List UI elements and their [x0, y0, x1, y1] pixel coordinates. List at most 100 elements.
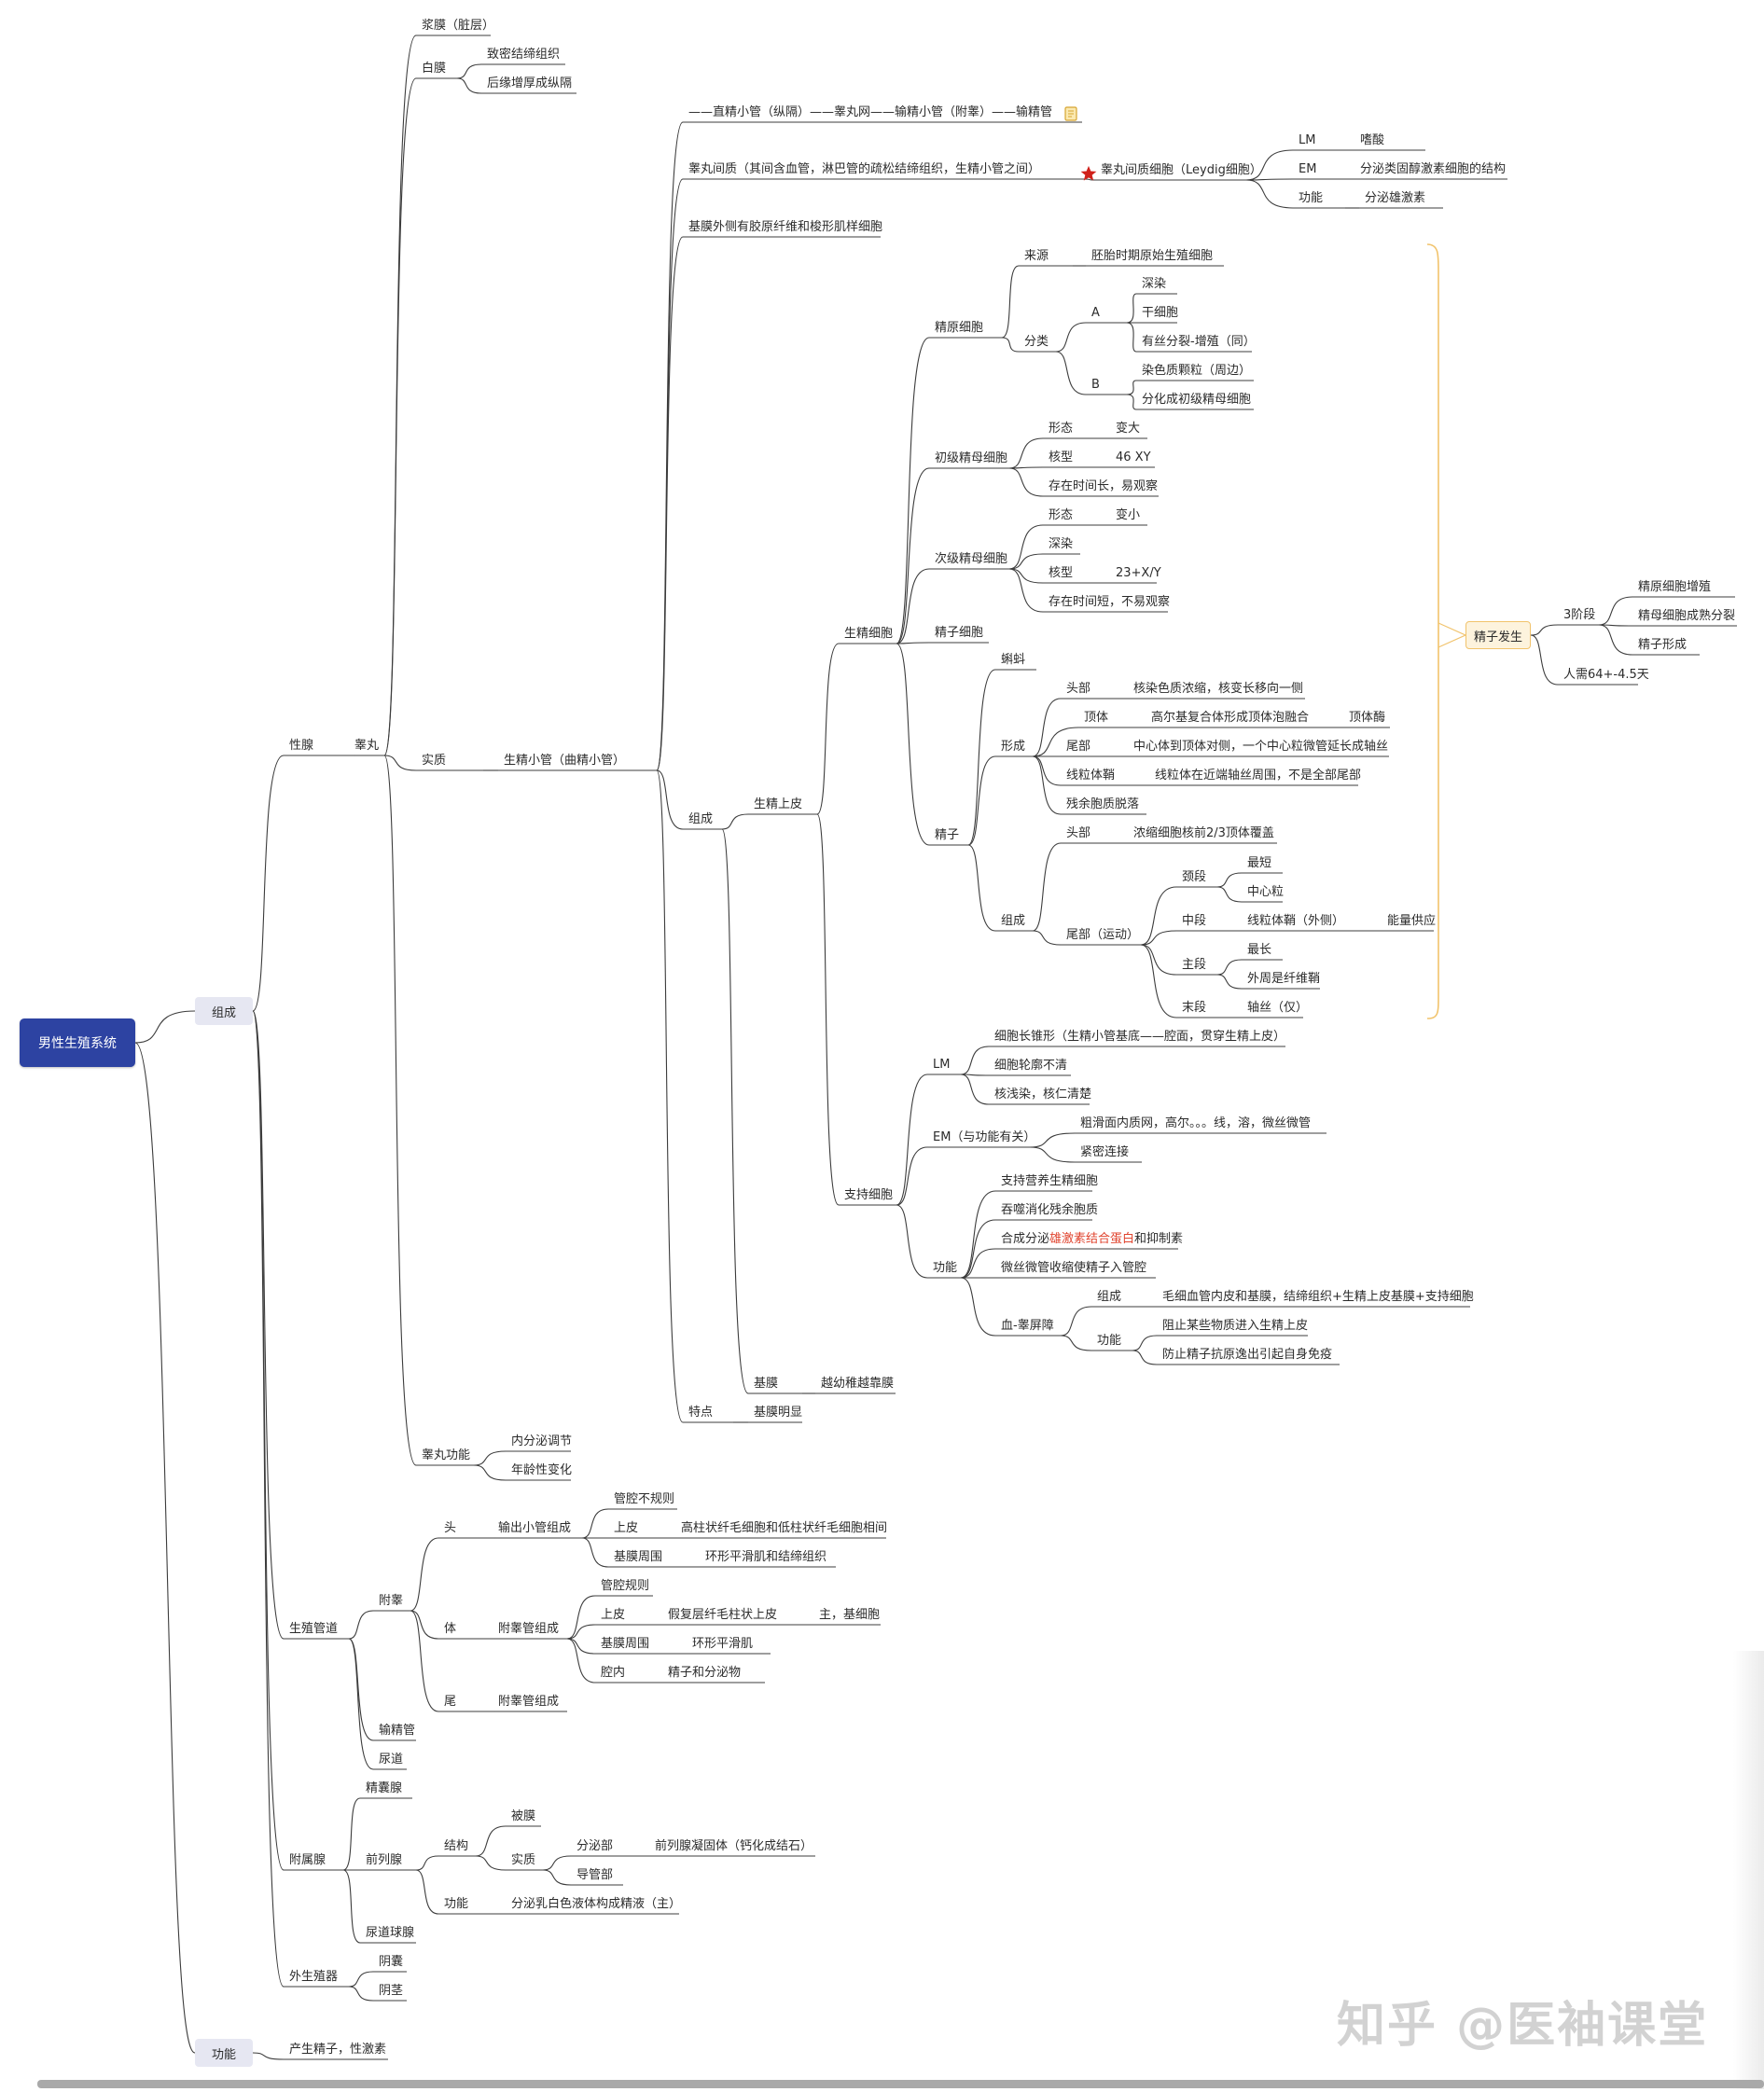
- node-p-time[interactable]: 存在时间长，易观察: [1049, 479, 1159, 493]
- node-classify[interactable]: 分类: [1024, 335, 1049, 349]
- node-st1[interactable]: 精原细胞增殖: [1638, 580, 1712, 594]
- node-em[interactable]: EM: [1299, 162, 1317, 176]
- node-e-tail-c[interactable]: 附睾管组成: [498, 1695, 560, 1709]
- horizontal-scrollbar[interactable]: [37, 2080, 1764, 2088]
- node-btb-comp-v[interactable]: 毛细血管内皮和基膜，结缔组织+生精上皮基膜+支持细胞: [1162, 1290, 1474, 1304]
- node-p-form-v[interactable]: 变大: [1116, 422, 1141, 436]
- node-eh3[interactable]: 基膜周围: [614, 1550, 663, 1564]
- node-prostate[interactable]: 前列腺: [366, 1853, 403, 1867]
- node-serosa[interactable]: 浆膜（脏层）: [422, 19, 495, 33]
- node-s-form-v[interactable]: 变小: [1116, 508, 1141, 522]
- node-s-fn[interactable]: 功能: [933, 1261, 958, 1275]
- node-neck1[interactable]: 最短: [1247, 856, 1272, 870]
- node-s-deep[interactable]: 深染: [1049, 537, 1074, 551]
- node-s-lm2[interactable]: 细胞轮廓不清: [994, 1059, 1068, 1073]
- node-main[interactable]: 主段: [1182, 958, 1207, 972]
- node-s-fn1[interactable]: 支持营养生精细胞: [1001, 1174, 1099, 1188]
- node-testis-fn[interactable]: 睾丸功能: [422, 1448, 471, 1462]
- node-s-em1[interactable]: 粗滑面内质网，高尔。。。线，溶，微丝微管: [1080, 1116, 1312, 1130]
- node-eb1[interactable]: 管腔规则: [601, 1579, 650, 1593]
- node-s-em[interactable]: EM（与功能有关）: [933, 1130, 1036, 1144]
- node-source-v[interactable]: 胚胎时期原始生殖细胞: [1091, 249, 1214, 263]
- node-p-form[interactable]: 形态: [1049, 422, 1074, 436]
- node-interstitium[interactable]: 睾丸间质（其间含血管，淋巴管的疏松结缔组织，生精小管之间）: [688, 162, 1041, 176]
- node-fn-v[interactable]: 分泌雄激素: [1365, 191, 1426, 205]
- node-a1[interactable]: 深染: [1142, 277, 1167, 291]
- node-acc[interactable]: 附属腺: [289, 1853, 326, 1867]
- node-bulbo[interactable]: 尿道球腺: [366, 1926, 415, 1940]
- node-spermcells[interactable]: 生精细胞: [844, 627, 894, 641]
- node-tf1[interactable]: 内分泌调节: [511, 1434, 573, 1448]
- node-s-lm[interactable]: LM: [933, 1058, 951, 1072]
- node-eb2[interactable]: 上皮: [601, 1608, 626, 1622]
- node-ductpart[interactable]: 导管部: [576, 1868, 614, 1882]
- node-eb2-v[interactable]: 假复层纤毛柱状上皮: [668, 1608, 778, 1622]
- node-spermatogenesis[interactable]: 精子发生: [1465, 621, 1531, 649]
- node-tubule[interactable]: 生精小管（曲精小管）: [504, 754, 626, 768]
- node-formation[interactable]: 形成: [1001, 740, 1026, 754]
- node-A[interactable]: A: [1091, 306, 1100, 320]
- node-mid[interactable]: 中段: [1182, 914, 1207, 928]
- node-parenchyma[interactable]: 实质: [422, 754, 447, 768]
- node-sperm[interactable]: 精子: [935, 828, 960, 842]
- node-function-v[interactable]: 产生精子，性激素: [289, 2043, 387, 2057]
- node-neck2[interactable]: 中心粒: [1247, 885, 1285, 899]
- node-s-fn3[interactable]: 合成分泌雄激素结合蛋白和抑制素: [1001, 1232, 1184, 1246]
- node-eb2-v2[interactable]: 主，基细胞: [819, 1608, 881, 1622]
- node-secondary[interactable]: 次级精母细胞: [935, 552, 1008, 566]
- node-lm[interactable]: LM: [1299, 133, 1316, 147]
- node-s-form[interactable]: 形态: [1049, 508, 1074, 522]
- node-eh2-v[interactable]: 高柱状纤毛细胞和低柱状纤毛细胞相间: [681, 1521, 888, 1535]
- node-basement-out[interactable]: 基膜外侧有胶原纤维和梭形肌样细胞: [688, 220, 883, 234]
- node-e-head-c[interactable]: 输出小管组成: [498, 1521, 572, 1535]
- node-penis[interactable]: 阴茎: [379, 1984, 404, 1998]
- node-pr-par[interactable]: 实质: [511, 1853, 536, 1867]
- node-b1[interactable]: 染色质颗粒（周边）: [1142, 364, 1252, 378]
- node-days[interactable]: 人需64+-4.5天: [1563, 668, 1649, 682]
- node-seminal[interactable]: 精囊腺: [366, 1781, 403, 1795]
- node-btb-comp[interactable]: 组成: [1097, 1290, 1122, 1304]
- node-eb3[interactable]: 基膜周围: [601, 1637, 650, 1651]
- node-p-nuc-v[interactable]: 46 XY: [1116, 450, 1151, 464]
- node-stages[interactable]: 3阶段: [1563, 608, 1596, 622]
- node-f-acro[interactable]: 顶体: [1084, 711, 1109, 725]
- node-source[interactable]: 来源: [1024, 249, 1049, 263]
- node-btb[interactable]: 血-睾屏障: [1001, 1319, 1054, 1333]
- node-main2[interactable]: 外周是纤维鞘: [1247, 972, 1321, 986]
- node-spermatid[interactable]: 精子细胞: [935, 626, 984, 640]
- node-ducts[interactable]: 生殖管道: [289, 1622, 339, 1636]
- node-lm-v[interactable]: 嗜酸: [1360, 133, 1385, 147]
- node-bm-v[interactable]: 越幼稚越靠膜: [821, 1377, 895, 1391]
- node-eb4-v[interactable]: 精子和分泌物: [668, 1666, 742, 1680]
- node-bm[interactable]: 基膜: [754, 1377, 779, 1391]
- node-s-nuc-v[interactable]: 23+X/Y: [1116, 566, 1161, 580]
- node-gonad[interactable]: 性腺: [289, 739, 314, 753]
- node-f-head-v[interactable]: 核染色质浓缩，核变长移向一侧: [1133, 682, 1304, 696]
- node-s-fn4[interactable]: 微丝微管收缩使精子入管腔: [1001, 1261, 1147, 1275]
- node-st2[interactable]: 精母细胞成熟分裂: [1638, 609, 1736, 623]
- node-p-nuc[interactable]: 核型: [1049, 450, 1074, 464]
- node-e-body-c[interactable]: 附睾管组成: [498, 1622, 560, 1636]
- node-primary[interactable]: 初级精母细胞: [935, 451, 1008, 465]
- node-e-head[interactable]: 头: [444, 1521, 457, 1535]
- node-f-tail[interactable]: 尾部: [1066, 740, 1091, 754]
- node-neck[interactable]: 颈段: [1182, 870, 1207, 884]
- node-a2[interactable]: 干细胞: [1142, 306, 1179, 320]
- node-composition[interactable]: 组成: [195, 997, 253, 1025]
- node-end-v[interactable]: 轴丝（仅）: [1247, 1001, 1309, 1015]
- node-f-resid[interactable]: 残余胞质脱落: [1066, 797, 1140, 811]
- node-secretory[interactable]: 分泌部: [576, 1839, 614, 1853]
- node-e-tail[interactable]: 尾: [444, 1695, 457, 1709]
- node-f-mito[interactable]: 线粒体鞘: [1066, 769, 1116, 783]
- node-albu1[interactable]: 致密结缔组织: [487, 48, 561, 62]
- node-btb-fn1[interactable]: 阻止某些物质进入生精上皮: [1162, 1319, 1309, 1333]
- node-urethra[interactable]: 尿道: [379, 1753, 404, 1766]
- root-node[interactable]: 男性生殖系统: [20, 1018, 135, 1067]
- node-ext[interactable]: 外生殖器: [289, 1970, 339, 1984]
- node-testis[interactable]: 睾丸: [354, 739, 380, 753]
- node-eh2[interactable]: 上皮: [614, 1521, 639, 1535]
- node-B[interactable]: B: [1091, 378, 1100, 392]
- node-btb-fn[interactable]: 功能: [1097, 1334, 1122, 1348]
- node-feature[interactable]: 特点: [688, 1406, 714, 1420]
- node-epith[interactable]: 生精上皮: [754, 797, 803, 811]
